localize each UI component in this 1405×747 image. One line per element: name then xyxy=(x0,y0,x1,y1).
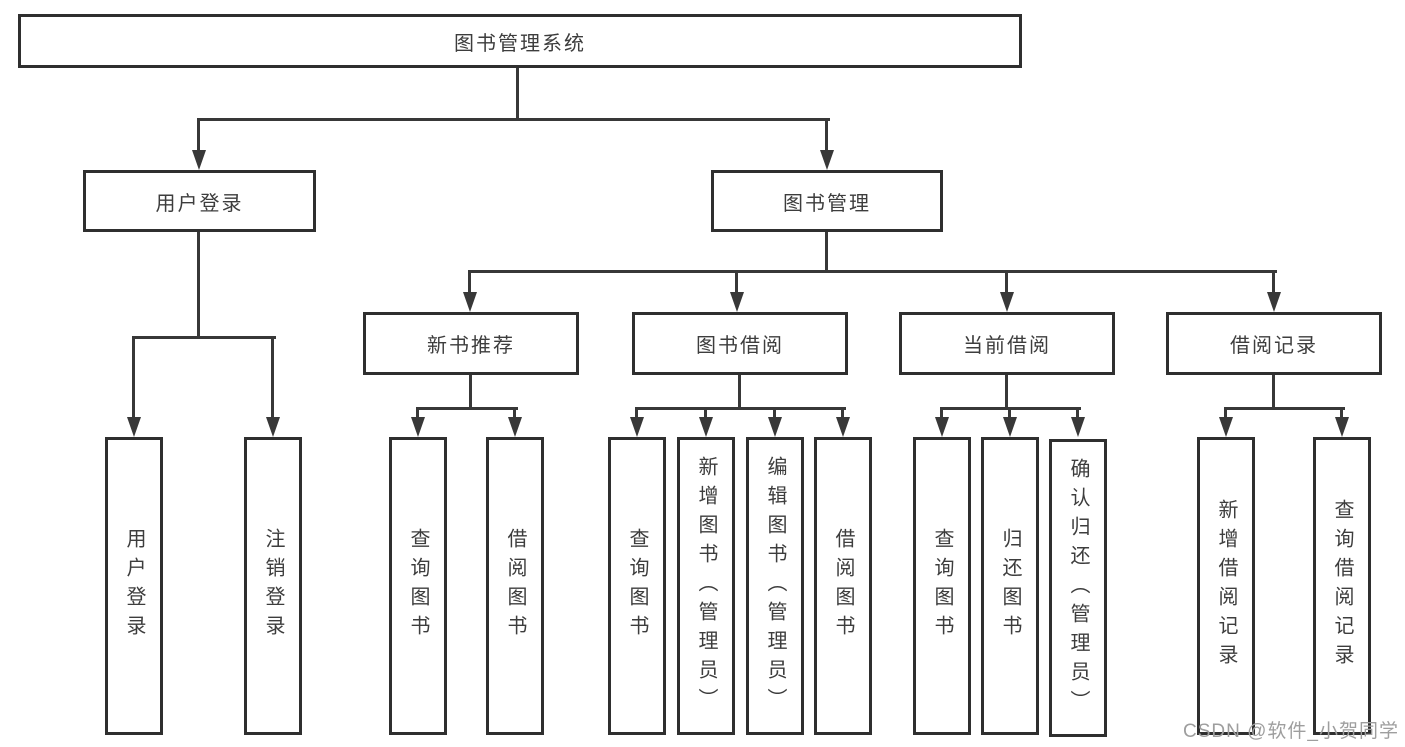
arrowhead-down-icon xyxy=(1267,292,1281,312)
arrowhead-down-icon xyxy=(127,417,141,437)
connector-line xyxy=(1008,407,1011,417)
connector-line xyxy=(197,118,830,121)
connector-line xyxy=(416,407,419,417)
connector-line xyxy=(841,407,844,417)
node-label: 查询图书 xyxy=(626,528,648,644)
leaf-borrow-books: 借阅图书 xyxy=(814,437,872,735)
leaf-user-login: 用户登录 xyxy=(105,437,163,735)
connector-line xyxy=(132,336,276,339)
node-label: 借阅记录 xyxy=(1230,335,1318,357)
csdn-watermark: CSDN @软件_小贺同学 xyxy=(1183,721,1399,742)
connector-line xyxy=(1272,270,1275,292)
arrowhead-down-icon xyxy=(1219,417,1233,437)
node-library-system: 图书管理系统 xyxy=(18,14,1022,68)
connector-line xyxy=(825,118,828,151)
node-label: 图书管理 xyxy=(783,192,871,215)
leaf-query-borrow-record: 查询借阅记录 xyxy=(1313,437,1371,735)
node-label: 用户登录 xyxy=(155,192,244,215)
node-label: 图书管理系统 xyxy=(454,32,586,55)
node-borrow-records: 借阅记录 xyxy=(1166,312,1382,375)
node-label: 图书借阅 xyxy=(696,335,784,357)
arrowhead-down-icon xyxy=(192,150,206,170)
node-label: 当前借阅 xyxy=(963,335,1051,357)
leaf-edit-book-admin: 编辑图书（管理员） xyxy=(746,437,804,735)
arrowhead-down-icon xyxy=(768,417,782,437)
connector-line xyxy=(1005,270,1008,292)
arrowhead-down-icon xyxy=(508,417,522,437)
arrowhead-down-icon xyxy=(836,417,850,437)
node-label: 查询图书 xyxy=(931,528,953,644)
connector-line xyxy=(132,336,135,417)
connector-line xyxy=(271,336,274,417)
leaf-query-books-current: 查询图书 xyxy=(913,437,971,735)
arrowhead-down-icon xyxy=(463,292,477,312)
node-label: 编辑图书（管理员） xyxy=(764,455,786,717)
connector-line xyxy=(940,407,943,417)
connector-line xyxy=(738,375,741,410)
connector-line xyxy=(773,407,776,417)
arrowhead-down-icon xyxy=(1003,417,1017,437)
node-book-borrow: 图书借阅 xyxy=(632,312,848,375)
node-label: 查询借阅记录 xyxy=(1331,499,1353,673)
connector-line xyxy=(635,407,846,410)
connector-line xyxy=(704,407,707,417)
connector-line xyxy=(416,407,518,410)
connector-line xyxy=(469,375,472,410)
node-label: 用户登录 xyxy=(123,528,145,644)
node-label: 借阅图书 xyxy=(504,528,526,644)
connector-line xyxy=(635,407,638,417)
arrowhead-down-icon xyxy=(266,417,280,437)
node-book-management: 图书管理 xyxy=(711,170,943,232)
node-label: 新增图书（管理员） xyxy=(695,455,717,717)
arrowhead-down-icon xyxy=(699,417,713,437)
leaf-confirm-return-admin: 确认归还（管理员） xyxy=(1049,439,1107,737)
connector-line xyxy=(825,232,828,273)
leaf-add-book-admin: 新增图书（管理员） xyxy=(677,437,735,735)
arrowhead-down-icon xyxy=(820,150,834,170)
node-new-book-recommend: 新书推荐 xyxy=(363,312,579,375)
connector-line xyxy=(197,232,200,339)
node-user-login: 用户登录 xyxy=(83,170,316,232)
connector-line xyxy=(1005,375,1008,410)
connector-line xyxy=(1340,407,1343,417)
leaf-query-books-rec: 查询图书 xyxy=(389,437,447,735)
arrowhead-down-icon xyxy=(935,417,949,437)
connector-line xyxy=(1272,375,1275,410)
leaf-logout: 注销登录 xyxy=(244,437,302,735)
connector-line xyxy=(468,270,471,292)
arrowhead-down-icon xyxy=(630,417,644,437)
arrowhead-down-icon xyxy=(411,417,425,437)
leaf-add-borrow-record: 新增借阅记录 xyxy=(1197,437,1255,735)
connector-line xyxy=(1224,407,1227,417)
connector-line xyxy=(1224,407,1345,410)
connector-line xyxy=(513,407,516,417)
leaf-borrow-books-rec: 借阅图书 xyxy=(486,437,544,735)
arrowhead-down-icon xyxy=(1335,417,1349,437)
connector-line xyxy=(516,68,519,118)
connector-line xyxy=(468,270,1277,273)
connector-line xyxy=(197,118,200,151)
node-label: 注销登录 xyxy=(262,528,284,644)
node-label: 借阅图书 xyxy=(832,528,854,644)
node-current-borrow: 当前借阅 xyxy=(899,312,1115,375)
connector-line xyxy=(1076,407,1079,417)
leaf-return-books: 归还图书 xyxy=(981,437,1039,735)
node-label: 查询图书 xyxy=(407,528,429,644)
arrowhead-down-icon xyxy=(1071,417,1085,437)
node-label: 新增借阅记录 xyxy=(1215,499,1237,673)
arrowhead-down-icon xyxy=(730,292,744,312)
node-label: 确认归还（管理员） xyxy=(1067,457,1089,719)
node-label: 新书推荐 xyxy=(427,335,515,357)
node-label: 归还图书 xyxy=(999,528,1021,644)
leaf-query-books-borrow: 查询图书 xyxy=(608,437,666,735)
connector-line xyxy=(735,270,738,292)
arrowhead-down-icon xyxy=(1000,292,1014,312)
